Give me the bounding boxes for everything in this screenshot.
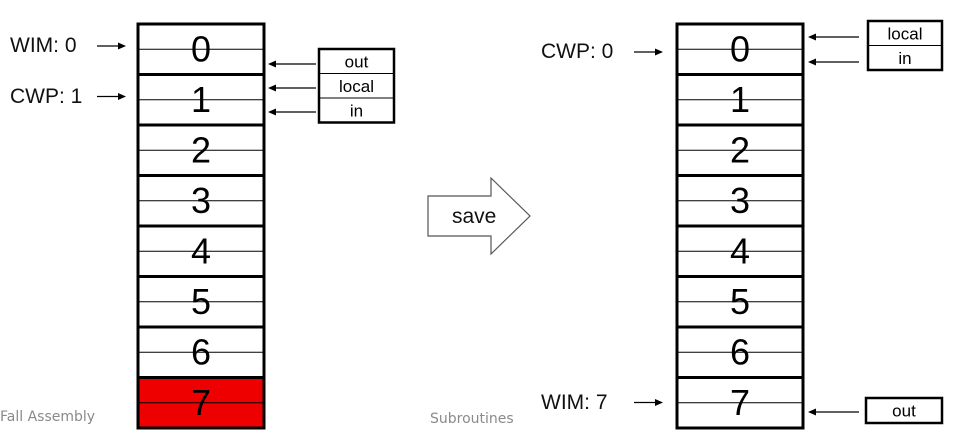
register-number: 1: [191, 79, 211, 120]
left-register-stack: 0 1 2 3 4 5 6 7: [136, 22, 266, 430]
save-arrow-shape: [427, 176, 531, 256]
window-segment-label: out: [345, 52, 369, 71]
window-arrow-head: [268, 60, 276, 68]
register-number: 3: [191, 180, 211, 221]
register-number: 6: [191, 331, 211, 372]
save-label: save: [452, 205, 497, 228]
window-arrow-head: [808, 33, 816, 41]
window-segment-label: out: [892, 402, 916, 421]
register-number: 2: [730, 129, 750, 170]
window-segment-label: in: [898, 49, 911, 68]
register-number: 3: [730, 180, 750, 221]
pointer-arrow-head: [118, 93, 126, 100]
window-frame: [317, 47, 396, 124]
right-window-top-box: local in: [866, 19, 944, 72]
pointer-arrow-head: [118, 42, 126, 50]
register-number: 6: [730, 331, 750, 372]
register-number: 7: [191, 382, 211, 423]
right-register-stack: 0 1 2 3 4 5 6 7: [675, 22, 805, 430]
footer-topic: Subroutines: [430, 411, 514, 427]
register-number: 1: [730, 79, 750, 120]
pointer-label-left-1: CWP: 1: [10, 84, 83, 108]
window-arrow-head: [268, 108, 276, 116]
register-number: 5: [730, 281, 750, 322]
register-number: 4: [191, 230, 211, 271]
window-arrow-head: [808, 58, 816, 66]
pointer-label-left-0: WIM: 0: [10, 34, 77, 57]
register-number: 2: [191, 129, 211, 170]
register-number: 0: [191, 28, 211, 69]
window-arrows: [268, 33, 859, 416]
pointer-arrow-head: [655, 48, 663, 56]
pointer-label-right-1: WIM: 7: [541, 390, 608, 414]
pointer-arrows: [97, 42, 663, 406]
window-segment-label: local: [888, 24, 923, 43]
pointer-label-right-0: CWP: 0: [541, 40, 614, 63]
register-number: 4: [730, 230, 750, 271]
footer-course: Fall Assembly: [0, 409, 96, 425]
left-window-box: out local in: [317, 47, 396, 124]
window-segment-label: local: [339, 77, 374, 96]
window-segment-label: in: [350, 101, 363, 120]
register-number: 7: [730, 382, 750, 423]
right-window-bottom-box: out: [864, 396, 944, 425]
window-arrow-head: [268, 84, 276, 92]
register-number: 0: [730, 28, 750, 69]
register-number: 5: [191, 281, 211, 322]
window-frame: [864, 396, 944, 425]
pointer-arrow-head: [655, 399, 663, 406]
window-arrow-head: [808, 408, 816, 416]
